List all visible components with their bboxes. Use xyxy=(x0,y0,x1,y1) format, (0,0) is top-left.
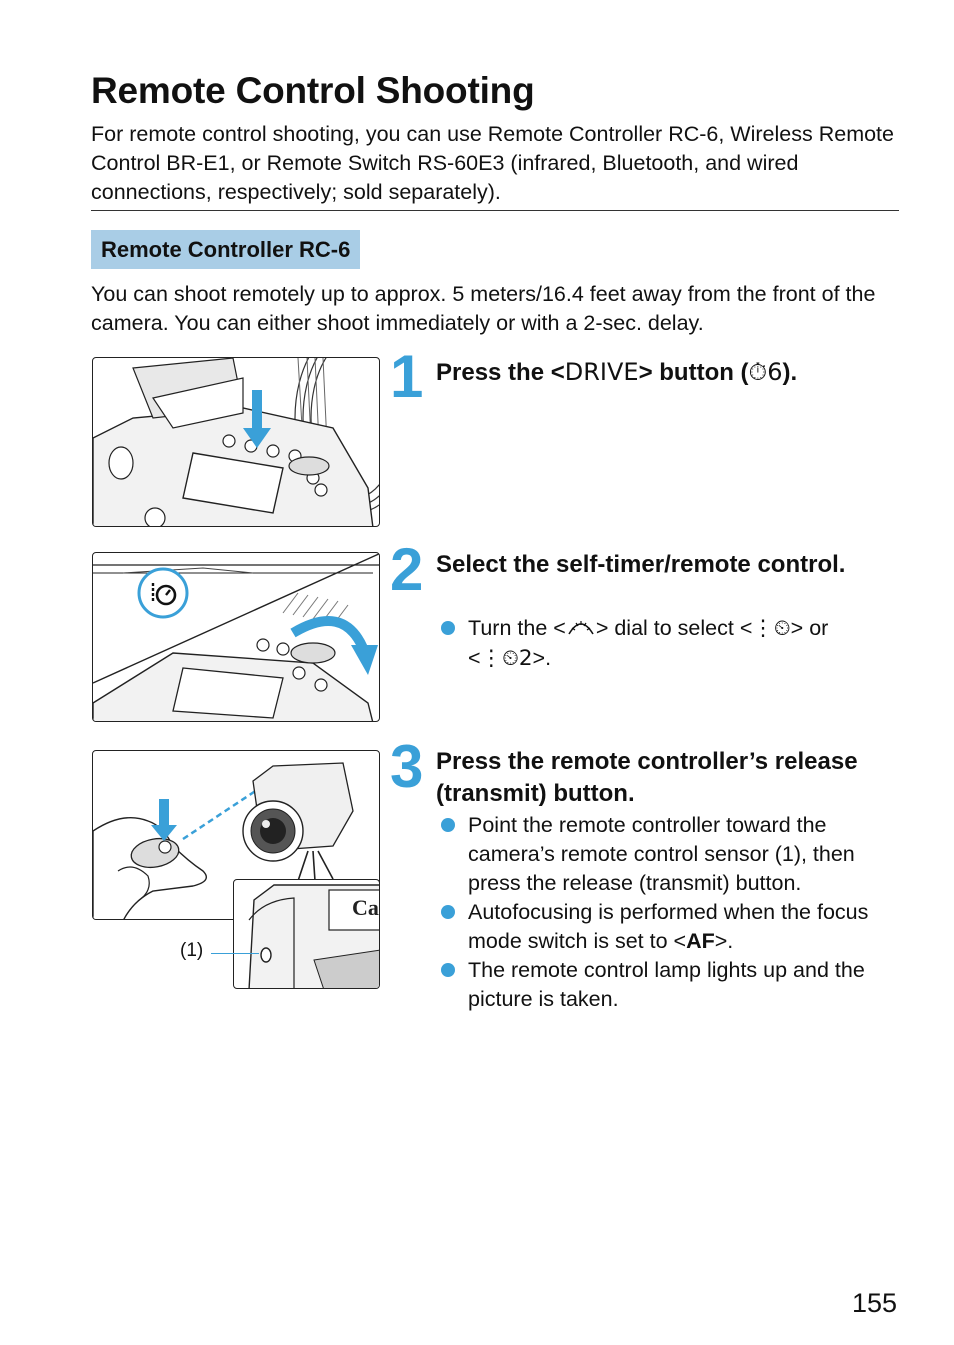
bullet-icon xyxy=(441,905,455,919)
callout-leader-line xyxy=(211,953,259,954)
step-1-heading: Press the <DRIVE> button (⏱6). xyxy=(436,358,798,386)
callout-label: (1) xyxy=(180,940,204,961)
figure-drive-button xyxy=(92,357,380,527)
step-2-number: 2 xyxy=(390,536,423,603)
bullet-icon xyxy=(441,818,455,832)
bullet-icon xyxy=(441,963,455,977)
divider xyxy=(91,210,899,211)
intro-paragraph: For remote control shooting, you can use… xyxy=(91,122,894,204)
bullet-icon xyxy=(441,621,455,635)
remote-illustration xyxy=(93,762,354,919)
page-number: 155 xyxy=(852,1288,898,1318)
page-title: Remote Control Shooting xyxy=(91,70,535,111)
figure-sensor-inset: Ca xyxy=(233,879,380,989)
list-item: The remote control lamp lights up and th… xyxy=(436,956,906,1014)
section-heading: Remote Controller RC-6 xyxy=(91,230,361,269)
sensor-inset-illustration: Ca xyxy=(248,884,379,988)
step-2-bullets: Turn the <> dial to select <⋮⏲> or <⋮⏲2>… xyxy=(436,614,906,673)
drive-label: DRIVE xyxy=(564,358,639,386)
list-item: Autofocusing is performed when the focus… xyxy=(436,898,906,956)
camera-brand-text: Ca xyxy=(352,895,379,920)
step-2-heading: Select the self-timer/remote control. xyxy=(436,551,846,578)
main-dial-icon xyxy=(566,615,596,644)
step-3-heading: Press the remote controller’s release (t… xyxy=(436,748,858,807)
self-timer-icon: ⏱6 xyxy=(748,358,783,386)
list-item: Point the remote controller toward the c… xyxy=(436,811,906,898)
remote-sensor-icon xyxy=(260,947,272,963)
section-description: You can shoot remotely up to approx. 5 m… xyxy=(91,282,876,335)
figure-dial-select xyxy=(92,552,380,722)
step-3-number: 3 xyxy=(390,733,423,800)
list-item: Turn the <> dial to select <⋮⏲> or <⋮⏲2>… xyxy=(436,614,906,673)
step-1-number: 1 xyxy=(390,343,423,410)
camera-top-illustration xyxy=(93,358,379,526)
remote-timer-2sec-icon: ⋮⏲2 xyxy=(480,645,533,671)
dial-illustration xyxy=(93,553,379,721)
step-3-bullets: Point the remote controller toward the c… xyxy=(436,811,906,1014)
remote-timer-icon: ⋮⏲ xyxy=(752,616,791,641)
